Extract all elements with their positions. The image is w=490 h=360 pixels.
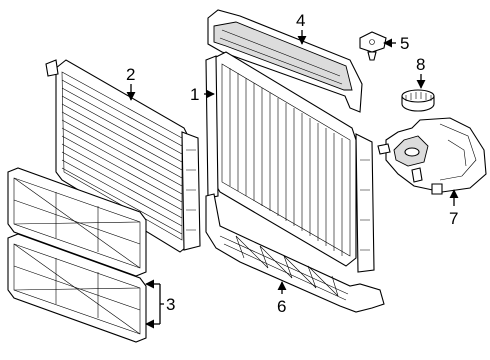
callout-7: 7: [449, 209, 458, 228]
upper-air-baffle: [207, 9, 363, 113]
radiator: [205, 51, 375, 273]
air-guide-upper: [7, 167, 147, 277]
condenser: [45, 59, 201, 253]
coolant-expansion-tank: [377, 117, 487, 195]
callout-1: 1: [190, 85, 199, 104]
air-guide-lower: [7, 233, 147, 343]
mounting-bracket: [359, 31, 387, 61]
callout-3: 3: [166, 295, 175, 314]
callout-2: 2: [126, 65, 135, 84]
condenser-fins: [61, 79, 183, 235]
radiator-core: [229, 68, 343, 256]
callout-4: 4: [296, 11, 305, 30]
lower-deflector: [205, 193, 385, 313]
callout-5: 5: [400, 34, 409, 53]
callout-8: 8: [416, 55, 425, 74]
callout-6: 6: [277, 297, 286, 316]
expansion-tank-cap: [401, 89, 435, 112]
